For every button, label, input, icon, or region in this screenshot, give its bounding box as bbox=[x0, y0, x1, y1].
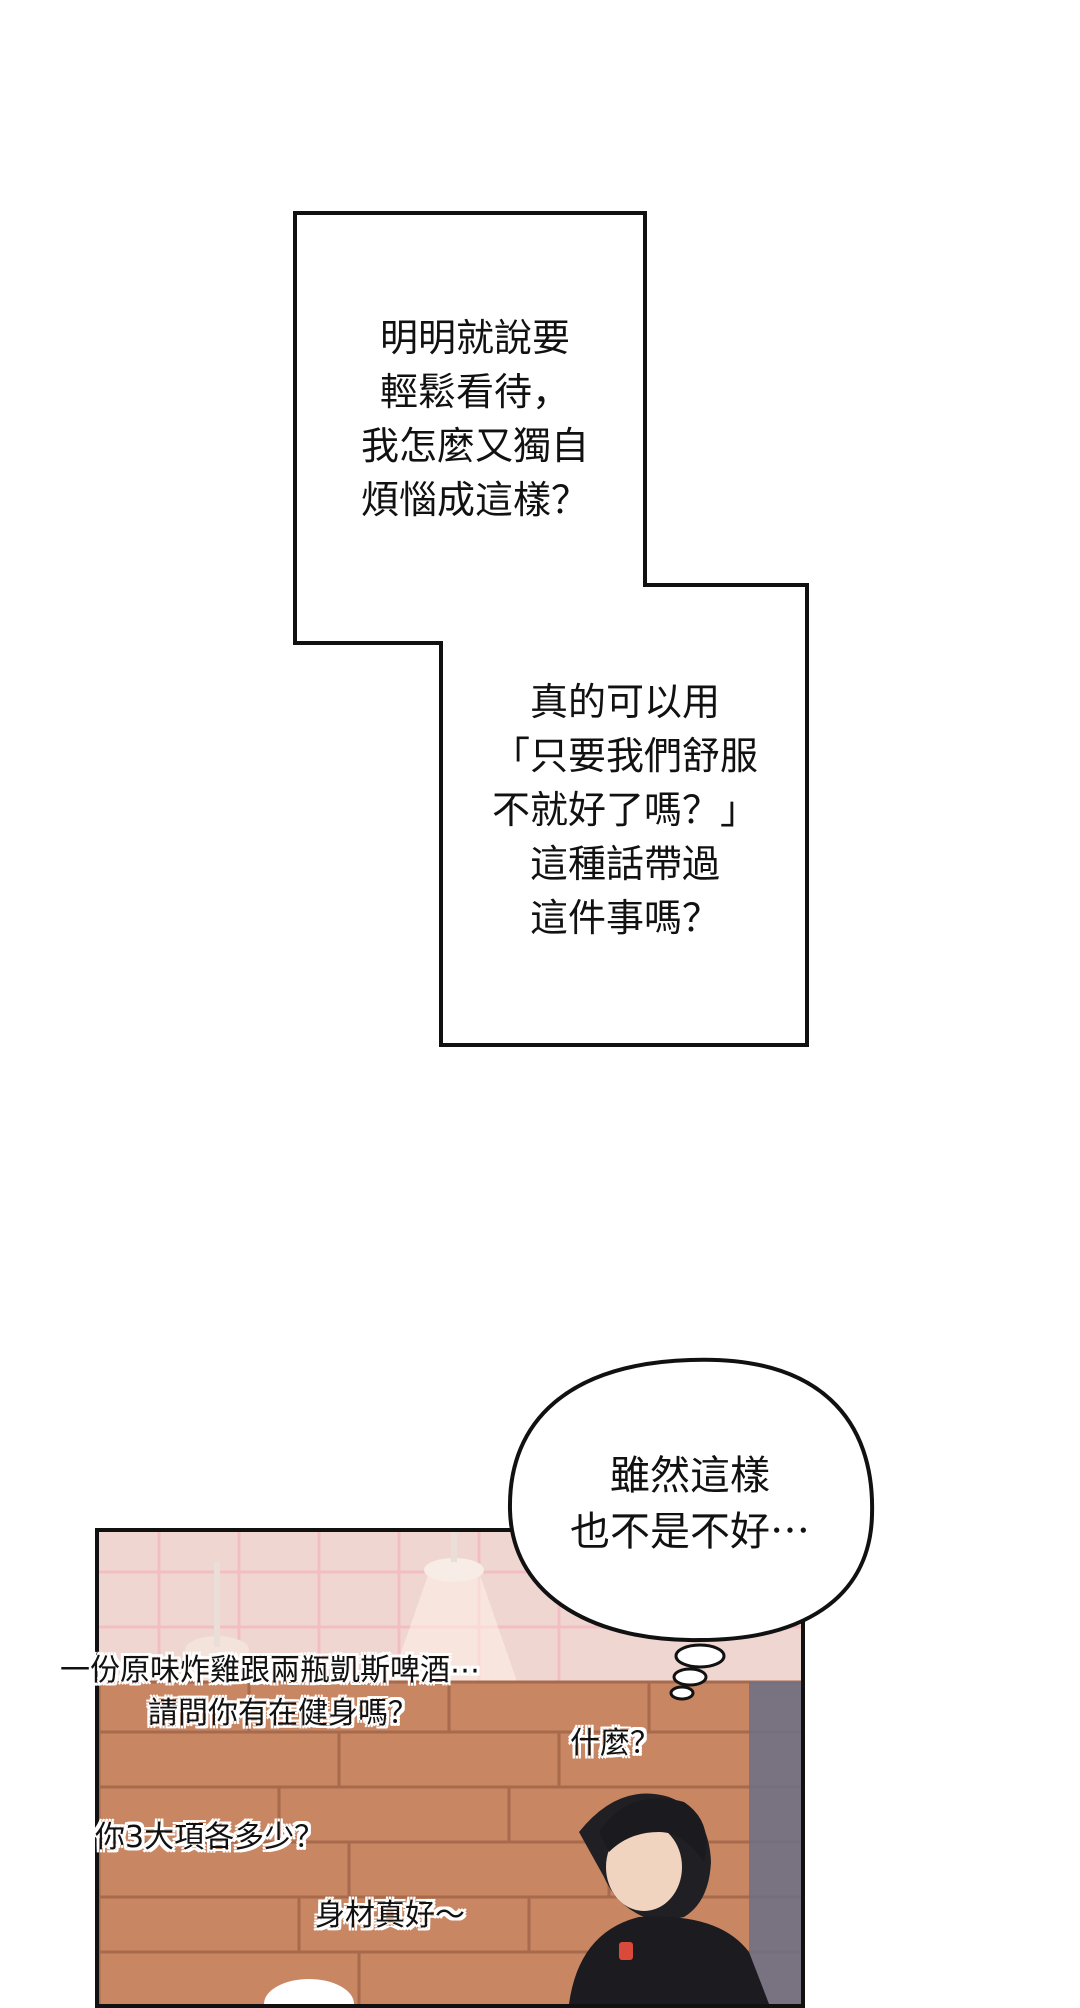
narration-line: 煩惱成這樣？ bbox=[360, 478, 589, 522]
dialogue-gym: 請問你有在健身嗎？ bbox=[148, 1696, 418, 1731]
bubble-line: 雖然這樣 bbox=[610, 1453, 770, 1499]
thought-bubble bbox=[507, 1357, 875, 1701]
comic-panel bbox=[95, 1528, 805, 2008]
narration-line: 這種話帶過 bbox=[529, 842, 720, 886]
narration-line: 我怎麼又獨自 bbox=[360, 424, 589, 468]
dialogue-lifts: 你3大項各多少？ bbox=[95, 1820, 325, 1855]
narration-line: 這件事嗎？ bbox=[529, 896, 720, 940]
narration-line: 真的可以用 bbox=[529, 680, 720, 724]
thought-bubble-text: 雖然這樣 也不是不好⋯ bbox=[540, 1448, 840, 1560]
narration-text-second: 真的可以用 「只要我們舒服 不就好了嗎？」 這種話帶過 這件事嗎？ bbox=[455, 675, 795, 945]
narration-line: 不就好了嗎？」 bbox=[491, 788, 758, 832]
character-figure bbox=[569, 1793, 769, 2004]
dialogue-what: 什麼？ bbox=[570, 1726, 660, 1761]
narration-line: 「只要我們舒服 bbox=[491, 734, 758, 778]
narration-line: 明明就說要 bbox=[379, 316, 570, 360]
narration-text-first: 明明就說要 輕鬆看待， 我怎麼又獨自 煩惱成這樣？ bbox=[315, 311, 635, 527]
dialogue-order: 一份原味炸雞跟兩瓶凱斯啤酒⋯ bbox=[60, 1653, 480, 1688]
bubble-line: 也不是不好⋯ bbox=[570, 1509, 810, 1555]
dialogue-body: 身材真好～ bbox=[315, 1898, 465, 1933]
narration-line: 輕鬆看待， bbox=[379, 370, 570, 414]
panel-illustration bbox=[99, 1532, 801, 2004]
